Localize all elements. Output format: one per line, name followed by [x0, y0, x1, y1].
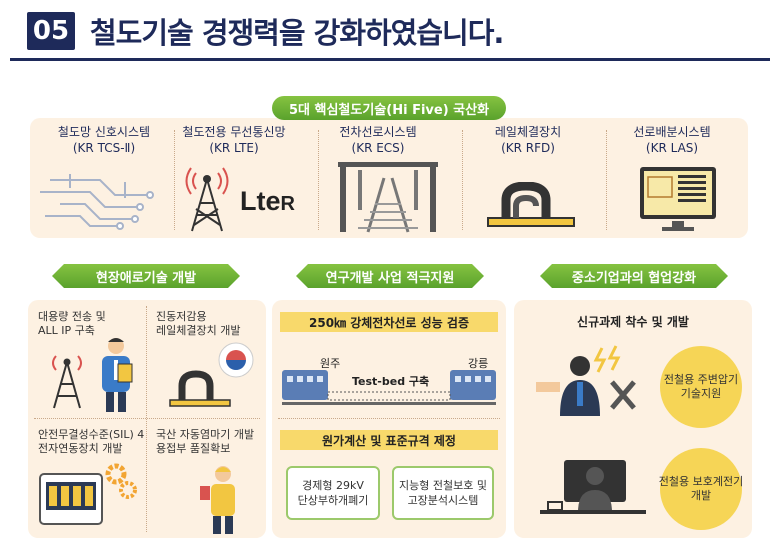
sme-title: 신규과제 착수 및 개발	[577, 315, 689, 329]
tech-name: 철도망 신호시스템	[57, 125, 151, 139]
engineer-icon	[102, 338, 133, 412]
tech-code: (KR LAS)	[645, 141, 699, 155]
section-label-sme: 중소기업과의 협업강화	[540, 264, 728, 288]
tech-code: (KR RFD)	[501, 141, 555, 155]
tech-item-tcs: 철도망 신호시스템 (KR TCS-Ⅱ)	[34, 124, 174, 156]
hi-five-panel	[30, 118, 748, 238]
divider	[174, 130, 175, 230]
lte-logo-r: R	[280, 193, 295, 215]
tech-name: 레일체결장치	[494, 125, 562, 139]
support-circle-transformer: 전철용 주변압기 기술지원	[660, 346, 742, 428]
rail-fastening-icon	[169, 370, 231, 407]
divider	[278, 418, 500, 419]
interlocking-device-icon	[39, 473, 103, 525]
section-label-research: 연구개발 사업 적극지원	[296, 264, 484, 288]
page-title: 철도기술 경쟁력을 강화하였습니다.	[90, 16, 504, 50]
city-wonju: 원주	[320, 357, 341, 370]
lte-logo-text: Lte	[240, 186, 281, 216]
tech-code: (KR TCS-Ⅱ)	[72, 141, 136, 155]
catenary-system-icon	[338, 162, 438, 233]
divider	[606, 130, 607, 230]
field-item-ip: 대용량 전송 및 ALL IP 구축	[38, 310, 106, 337]
tech-code: (KR ECS)	[351, 141, 405, 155]
tech-code: (KR LTE)	[209, 141, 259, 155]
divider	[146, 306, 147, 532]
field-item-rail: 진동저감용 레일체결장치 개발	[156, 310, 241, 337]
section-number-badge: 05	[27, 12, 75, 50]
switch-box: 경제형 29kV 단상부하개폐기	[286, 466, 380, 520]
radio-tower-icon	[185, 167, 229, 232]
tech-item-ecs: 전차선로시스템 (KR ECS)	[308, 124, 448, 156]
worker-icon	[200, 466, 235, 534]
lte-logo: LteR	[240, 186, 295, 217]
gear-icon	[105, 463, 137, 499]
test-track-illustration	[282, 370, 496, 405]
test-title: 250㎞ 강체전차선로 성능 검증	[280, 312, 498, 332]
desk-worker-icon	[540, 460, 646, 514]
field-item-grinder: 국산 자동염마기 개발 용접부 품질확보	[156, 428, 255, 455]
radio-tower-icon	[52, 355, 82, 409]
monitor-icon	[640, 167, 716, 231]
divider	[318, 130, 319, 230]
hi-five-label: 5대 핵심철도기술(Hi Five) 국산화	[272, 96, 506, 120]
divider	[462, 130, 463, 230]
city-gangneung: 강릉	[468, 357, 489, 370]
standard-title: 원가계산 및 표준규격 제정	[280, 430, 498, 450]
section-label-field: 현장애로기술 개발	[52, 264, 240, 288]
tech-name: 철도전용 무선통신망	[182, 125, 286, 139]
testbed-label: Test-bed 구축	[352, 375, 430, 388]
divider	[34, 418, 260, 419]
field-item-sil4: 안전무결성수준(SIL) 4 전자연동장치 개발	[38, 428, 145, 455]
tech-item-lte: 철도전용 무선통신망 (KR LTE)	[164, 124, 304, 156]
tech-name: 선로배분시스템	[633, 125, 711, 139]
tech-name: 전차선로시스템	[339, 125, 417, 139]
protection-system-box: 지능형 전철보호 및 고장분석시스템	[392, 466, 494, 520]
businessman-tools-icon	[536, 345, 636, 416]
korea-flag-icon	[218, 342, 254, 378]
title-rule	[10, 58, 770, 61]
support-circle-relay: 전철용 보호계전기 개발	[659, 448, 743, 530]
tech-item-las: 선로배분시스템 (KR LAS)	[602, 124, 742, 156]
rail-fastening-icon	[487, 182, 575, 227]
circuit-board-icon	[40, 174, 154, 230]
tech-item-rfd: 레일체결장치 (KR RFD)	[458, 124, 598, 156]
